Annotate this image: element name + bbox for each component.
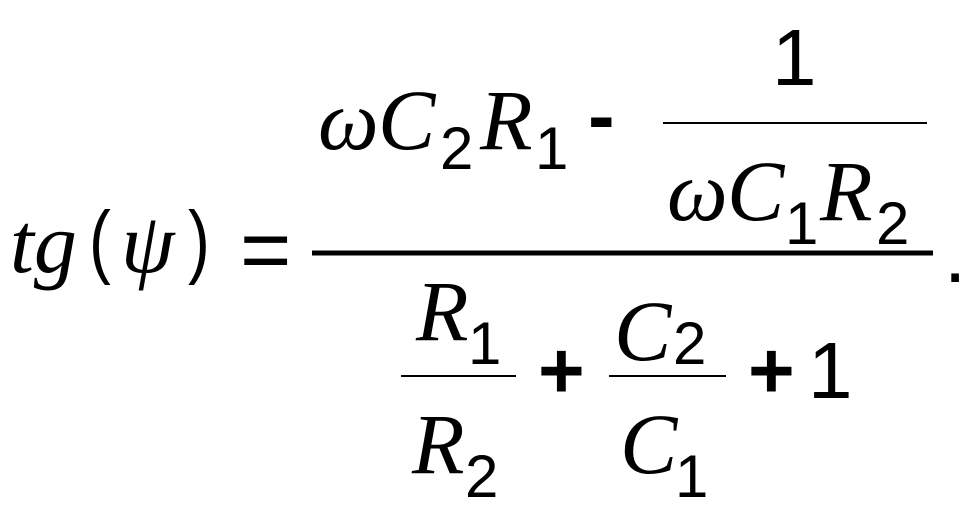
fraction-c-numerator-subscript: 2 — [673, 310, 706, 377]
fraction-r-denominator-subscript: 2 — [465, 443, 498, 510]
denominator-constant: 1 — [808, 326, 853, 415]
fraction-c-denominator-subscript: 1 — [675, 443, 708, 510]
inner-denominator-capacitance-subscript: 1 — [785, 190, 818, 257]
fraction-r-numerator: R — [415, 263, 469, 359]
inner-fraction-numerator: 1 — [772, 13, 817, 102]
numerator-capacitance-subscript: 2 — [440, 115, 473, 182]
numerator-capacitance: C — [378, 72, 437, 168]
fraction-r-numerator-subscript: 1 — [468, 310, 501, 377]
function-name: tg — [10, 195, 77, 291]
equals-sign: = — [240, 200, 291, 299]
plus-sign-2: + — [748, 326, 795, 415]
fraction-c-denominator: C — [620, 396, 679, 492]
inner-denominator-resistance: R — [819, 143, 873, 239]
argument-psi: ψ — [121, 195, 176, 291]
plus-sign-1: + — [538, 326, 585, 415]
fraction-c-numerator: C — [614, 283, 673, 379]
minus-sign: - — [588, 71, 615, 160]
numerator-resistance: R — [479, 72, 533, 168]
close-paren: ) — [188, 194, 210, 286]
formula-lhs: tg ( ψ ) = — [10, 194, 291, 299]
denominator: R 1 R 2 + C 2 C 1 + 1 — [401, 263, 853, 510]
inner-denominator-resistance-subscript: 2 — [876, 190, 909, 257]
fraction-r-denominator: R — [411, 396, 465, 492]
numerator-resistance-subscript: 1 — [535, 115, 568, 182]
period: . — [944, 210, 966, 299]
inner-denominator-omega: ω — [667, 143, 728, 239]
numerator-omega: ω — [318, 72, 379, 168]
open-paren: ( — [89, 194, 111, 286]
numerator: ω C 2 R 1 - 1 ω C 1 R 2 — [318, 13, 927, 257]
inner-denominator-capacitance: C — [727, 143, 786, 239]
